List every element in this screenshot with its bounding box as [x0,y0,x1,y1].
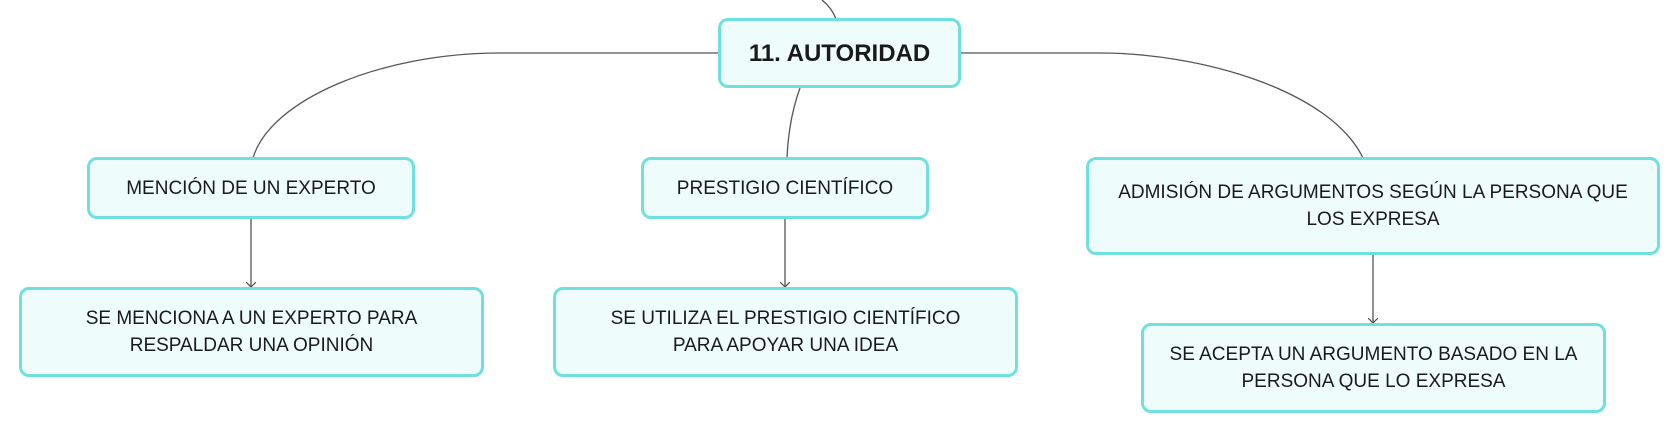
child-label: SE UTILIZA EL PRESTIGIO CIENTÍFICO PARA … [610,308,961,356]
branch-node-mention-expert[interactable]: MENCIÓN DE UN EXPERTO [87,157,415,219]
incoming-connector [821,0,837,20]
branch-label: MENCIÓN DE UN EXPERTO [126,177,376,199]
connector-root-branch-1 [252,52,720,159]
child-node-expert[interactable]: SE MENCIONA A UN EXPERTO PARA RESPALDAR … [19,287,484,377]
root-node[interactable]: 11. AUTORIDAD [718,18,961,88]
child-label: SE ACEPTA UN ARGUMENTO BASADO EN LA PERS… [1169,344,1578,392]
branch-label: PRESTIGIO CIENTÍFICO [676,177,894,199]
branch-label: ADMISIÓN DE ARGUMENTOS SEGÚN LA PERSONA … [1118,182,1628,230]
root-label: 11. AUTORIDAD [748,39,931,67]
branch-node-scientific-prestige[interactable]: PRESTIGIO CIENTÍFICO [641,157,929,219]
branch-node-argument-admission[interactable]: ADMISIÓN DE ARGUMENTOS SEGÚN LA PERSONA … [1086,157,1660,255]
child-node-argument[interactable]: SE ACEPTA UN ARGUMENTO BASADO EN LA PERS… [1141,323,1606,413]
connector-root-branch-3 [960,52,1364,159]
child-node-prestige[interactable]: SE UTILIZA EL PRESTIGIO CIENTÍFICO PARA … [553,287,1018,377]
child-label: SE MENCIONA A UN EXPERTO PARA RESPALDAR … [85,308,418,356]
connector-root-branch-2 [786,87,801,159]
